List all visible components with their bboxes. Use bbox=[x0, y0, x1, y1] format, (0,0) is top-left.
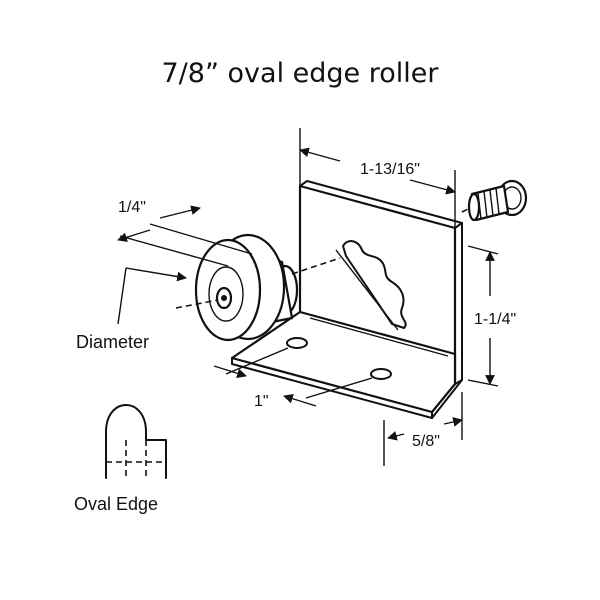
dim-bracket-width: 1-13/16" bbox=[299, 128, 456, 228]
diameter-label: Diameter bbox=[76, 332, 149, 352]
diagram-title: 7/8” oval edge roller bbox=[162, 58, 440, 89]
bracket bbox=[230, 180, 463, 419]
dim-bracket-height-label: 1-1/4" bbox=[474, 311, 516, 328]
screw-centerline bbox=[461, 207, 471, 213]
dim-bracket-width-label: 1-13/16" bbox=[360, 161, 420, 178]
dim-hole-spacing-label: 1" bbox=[254, 393, 269, 410]
oval-edge-label: Oval Edge bbox=[74, 494, 158, 514]
axle-slot bbox=[342, 240, 407, 329]
bracket-base-front-edge bbox=[231, 357, 433, 419]
axle-centerline bbox=[291, 257, 341, 275]
bracket-top-edge bbox=[299, 180, 463, 229]
dim-wheel-width: 1/4" bbox=[117, 199, 253, 267]
oval-edge-shape bbox=[105, 404, 167, 479]
mounting-hole-left bbox=[286, 337, 308, 349]
screw bbox=[467, 179, 528, 222]
diameter-callout: Diameter bbox=[76, 267, 187, 352]
dim-bracket-height: 1-1/4" bbox=[467, 245, 516, 387]
dim-leg-depth: 5/8" bbox=[383, 392, 463, 466]
bracket-base-leg bbox=[230, 310, 457, 414]
mounting-hole-right bbox=[370, 368, 392, 380]
roller-wheel bbox=[194, 233, 299, 342]
dim-leg-depth-label: 5/8" bbox=[412, 433, 440, 450]
oval-edge-profile: Oval Edge bbox=[74, 404, 167, 514]
dim-wheel-width-label: 1/4" bbox=[118, 199, 146, 216]
dim-hole-spacing: 1" bbox=[213, 347, 373, 410]
